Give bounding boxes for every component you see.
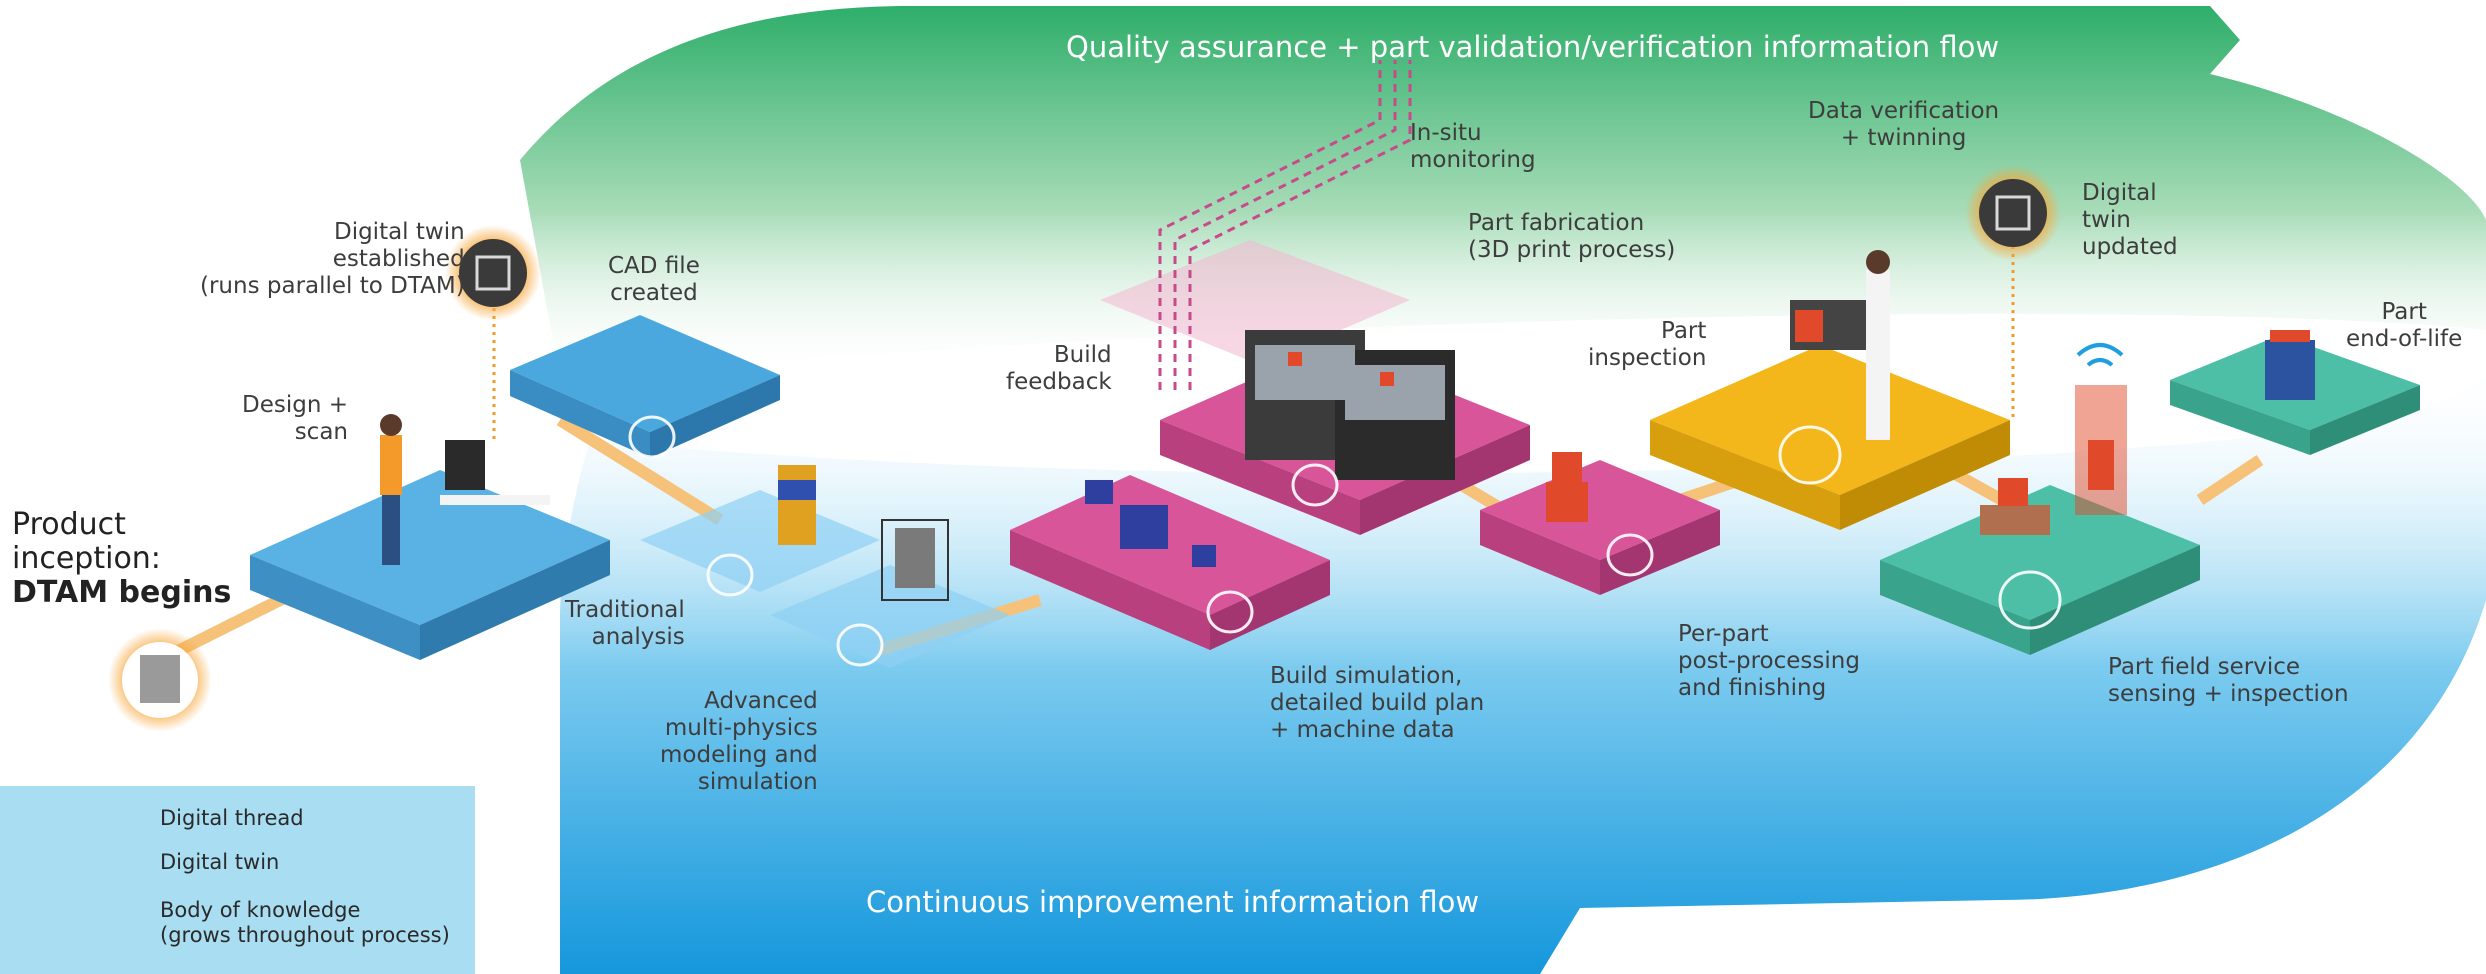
- legend: Digital thread Digital twin Body of know…: [0, 786, 475, 974]
- knowledge-icons: [628, 415, 2062, 667]
- inspection-platform: [1650, 345, 2010, 530]
- label-design-scan: Design + scan: [242, 392, 348, 445]
- product-inception: Product inception: DTAM begins: [12, 508, 231, 610]
- label-traditional: Traditional analysis: [565, 597, 685, 650]
- product-line2: inception:: [12, 541, 161, 576]
- recycle-bin: [2265, 330, 2315, 400]
- label-digital-twin-established: Digital twin established (runs parallel …: [200, 219, 465, 299]
- label-per-part: Per-part post-processing and finishing: [1678, 621, 1860, 701]
- build-sim-platform: [1010, 475, 1330, 650]
- label-field-service: Part field service sensing + inspection: [2108, 654, 2349, 707]
- label-part-eol: Part end-of-life: [2346, 299, 2463, 352]
- product-halo: [108, 628, 212, 732]
- product-line3: DTAM begins: [12, 575, 232, 610]
- label-build-simulation: Build simulation, detailed build plan + …: [1270, 663, 1485, 743]
- design-platform: [250, 470, 610, 660]
- traditional-panel: [640, 490, 880, 592]
- cad-platform: [510, 315, 780, 458]
- label-part-fabrication: Part fabrication (3D print process): [1468, 210, 1676, 263]
- label-cad-file: CAD file created: [608, 253, 700, 306]
- bottom-flow-title: Continuous improvement information flow: [866, 885, 1480, 919]
- label-part-inspection: Part inspection: [1588, 318, 1707, 371]
- label-in-situ: In-situ monitoring: [1410, 120, 1536, 173]
- label-data-verification: Data verification + twinning: [1808, 98, 2000, 151]
- label-advanced: Advanced multi-physics modeling and simu…: [660, 688, 818, 795]
- wifi-icon: [2076, 343, 2124, 367]
- twin-halo-established: [445, 225, 541, 321]
- legend-thread: Digital thread: [0, 798, 475, 838]
- analysis-blocks: [778, 465, 949, 601]
- twin-halo-updated: [1965, 165, 2061, 261]
- legend-thread-label: Digital thread: [160, 806, 304, 830]
- designer-person: [380, 414, 550, 565]
- advanced-panel: [770, 565, 1010, 668]
- product-line1: Product: [12, 507, 126, 542]
- label-build-feedback: Build feedback: [1006, 342, 1112, 395]
- legend-twin: Digital twin: [0, 844, 475, 884]
- top-flow-title: Quality assurance + part validation/veri…: [1066, 30, 2000, 64]
- robot-part: [1546, 452, 1588, 522]
- top-flow-band: [520, 6, 2486, 380]
- in-situ-plane: [1100, 240, 1410, 365]
- field-service-unit: [1980, 385, 2127, 535]
- label-digital-twin-updated: Digital twin updated: [2082, 180, 2178, 260]
- printer-machines: [1245, 330, 1455, 480]
- legend-twin-label: Digital twin: [160, 850, 280, 874]
- field-service-platform: [1880, 485, 2200, 655]
- legend-body-label: Body of knowledge (grows throughout proc…: [160, 898, 450, 947]
- sim-cubes: [1085, 480, 1216, 567]
- legend-body: Body of knowledge (grows throughout proc…: [0, 898, 475, 947]
- build-feedback-lines: [1158, 60, 1412, 390]
- inspection-scene: [1790, 250, 1890, 440]
